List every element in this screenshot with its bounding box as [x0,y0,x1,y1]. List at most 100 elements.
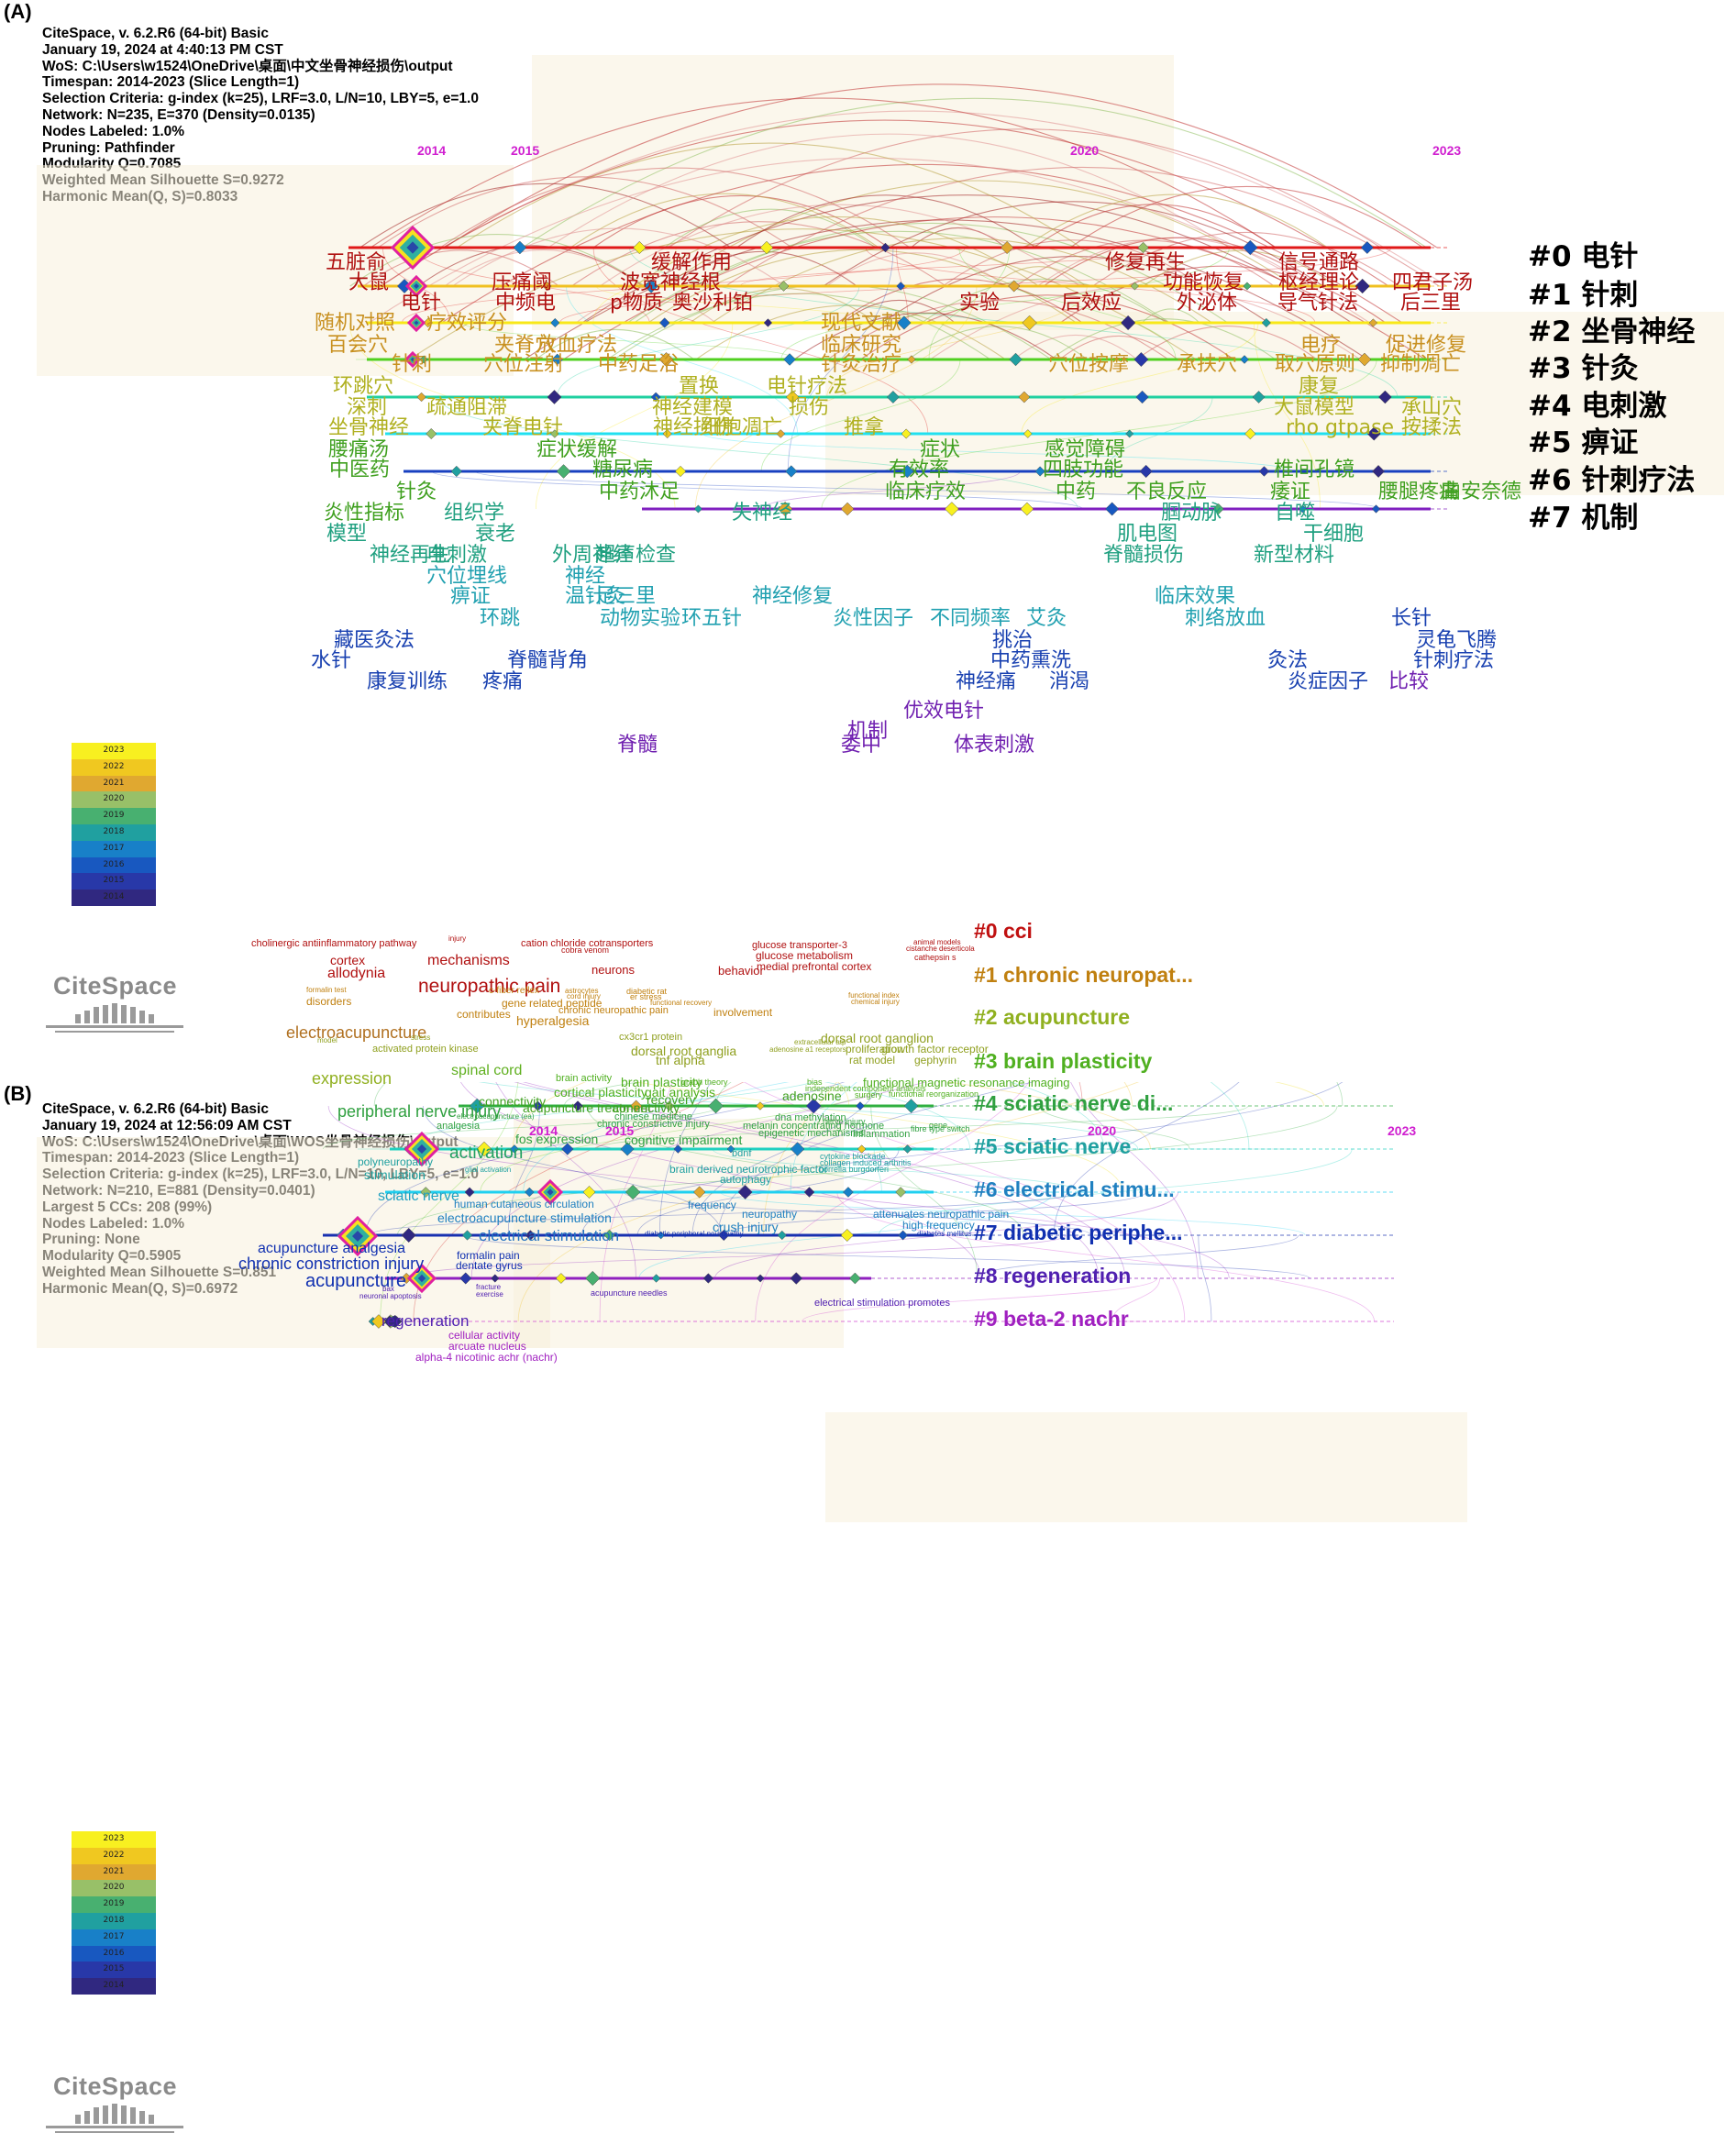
citation-arc [380,119,1389,287]
link-line [928,247,1011,360]
keyword-label: mechanisms [427,953,510,968]
keyword-node [1135,390,1149,404]
keyword-node [420,1187,432,1198]
year-tick: 2023 [1432,143,1462,158]
link-line [536,322,734,510]
keyword-label: 推拿 [844,416,885,439]
logo-text: CiteSpace [53,972,178,1000]
keyword-label: 挑治 [992,629,1034,652]
keyword-node [469,1098,485,1114]
keyword-node [388,1314,403,1329]
keyword-label: 神经建模 [652,396,734,419]
citation-arc [793,312,1057,360]
citation-arc [362,249,559,287]
keyword-label: neurons [592,963,635,977]
keyword-node [1378,390,1392,404]
year-tick: 2015 [605,1123,635,1138]
cluster-label: #8 regeneration [974,1264,1132,1288]
background-wash [37,165,514,376]
keyword-node [1133,351,1149,368]
link-line [595,285,876,324]
link-line [1123,1082,1133,1107]
legend-swatch-2016: 2016 [72,856,156,874]
link-line [365,1082,846,1236]
citation-arc [359,182,732,249]
keyword-node [510,1144,519,1154]
link-line [463,322,796,360]
cluster-label: #4 电刺激 [1528,390,1667,423]
keyword-label: glucose metabolism [756,949,854,962]
keyword-label: inflammation [853,1129,911,1140]
citation-arc [1069,186,1424,249]
keyword-label: 大鼠模型 [1274,396,1355,419]
keyword-node [401,1227,416,1243]
keyword-label: 环五针 [681,607,743,630]
keyword-label: 电疗 [1300,334,1342,357]
meta-line: WoS: C:\Users\w1524\OneDrive\桌面\中文坐骨神经损伤… [42,58,453,74]
keyword-label: gene [929,1121,948,1130]
link-line [431,470,1084,510]
keyword-node [658,352,674,367]
citation-arc [441,163,1403,324]
keyword-node [630,1100,643,1112]
keyword-node [550,429,559,438]
keyword-label: 枢经理论 [1278,271,1360,294]
keyword-node [416,392,426,403]
keyword-label: epigenetic mechanisms [758,1128,864,1139]
citation-arc [668,128,1381,249]
timeline-diagram [37,1082,1467,1522]
meta-line: Pruning: Pathfinder [42,139,175,156]
link-line [368,1191,1078,1236]
keyword-label: rho gtpase [1286,416,1395,439]
keyword-node [1022,315,1037,331]
year-tick: 2014 [417,143,447,158]
keyword-label: dentate gyrus [456,1259,523,1272]
cluster-label: #2 坐骨神经 [1528,315,1696,348]
link-line [836,1191,1375,1322]
cluster-label: #6 electrical stimu... [974,1177,1175,1201]
keyword-label: electrical stimulation [479,1227,620,1244]
keyword-label: 水针 [311,649,352,672]
keyword-label: growth factor receptor [881,1043,989,1055]
keyword-label: cx3cr1 protein [619,1032,683,1043]
keyword-node [1008,280,1021,293]
link-line [1274,1082,1325,1107]
panel-label: (A) [4,0,32,23]
keyword-label: spinal cord [451,1063,523,1078]
keyword-node [664,1100,675,1111]
keyword-node [756,1274,765,1283]
keyword-label: nerve injury [823,1117,866,1126]
keyword-node [790,1272,803,1285]
citation-arc [633,222,1229,324]
keyword-node [556,464,571,479]
keyword-label: 干细胞 [1303,523,1365,546]
link-line [507,1105,540,1236]
citation-arc [1136,325,1318,360]
keyword-label: cognitive impairment [625,1133,743,1147]
keyword-node [1212,503,1224,515]
keyword-node [662,428,672,439]
keyword-label: dna methylation [775,1112,846,1123]
citation-arc [921,278,1167,324]
link-line [348,322,676,510]
keyword-label: electroacupuncture [286,1023,427,1042]
legend-swatch-2016: 2016 [72,1945,156,1962]
keyword-label: 承扶穴 [1177,353,1238,376]
keyword-label: 百会穴 [327,334,389,357]
citation-arc [695,304,1006,360]
cluster-label: #6 针刺疗法 [1528,464,1696,497]
keyword-label: injury [448,934,467,943]
citation-arc [626,230,1170,324]
keyword-label: 超声检查 [595,544,677,567]
keyword-label: frequency [688,1199,736,1211]
keyword-label: 承山穴 [1401,396,1463,419]
keyword-node [1020,502,1034,516]
keyword-label: 临床研究 [821,334,902,357]
keyword-node [785,390,800,404]
keyword-label: 置换 [679,375,720,398]
book-icon [46,2104,183,2133]
keyword-node [585,1270,601,1287]
keyword-label: neuropathic pain [418,976,561,997]
